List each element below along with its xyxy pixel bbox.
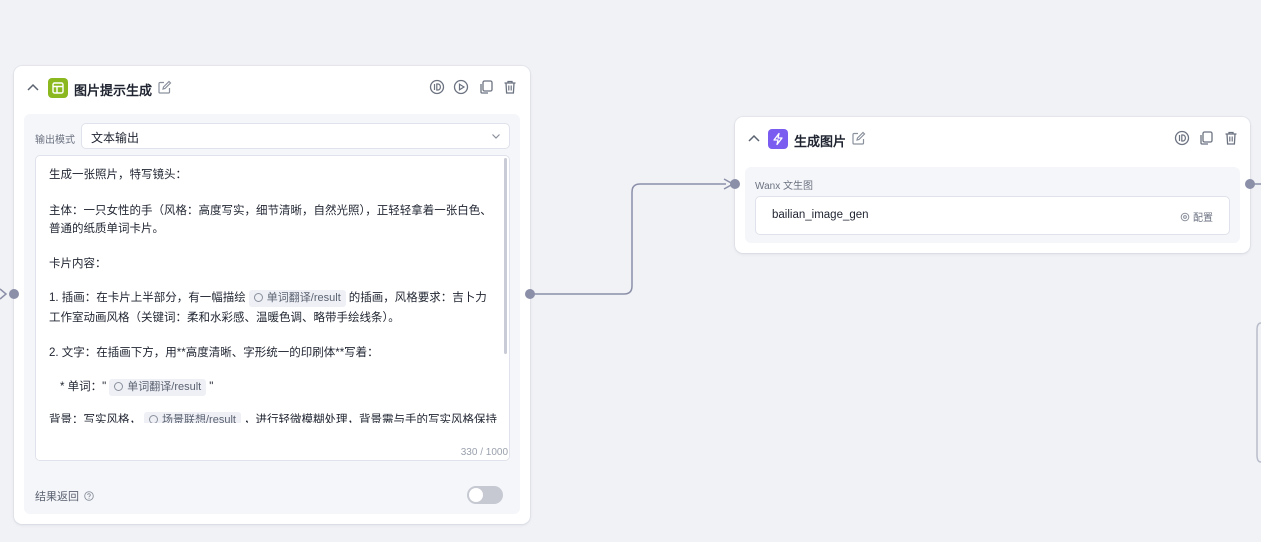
output-port-node2[interactable]: [1245, 179, 1255, 189]
variable-tag[interactable]: 单词翻译/result: [248, 290, 346, 307]
prompt-line: 普通的纸质单词卡片。: [49, 223, 164, 235]
variable-tag-label: 场景联想/result: [162, 414, 236, 423]
copy-icon[interactable]: [478, 79, 494, 95]
variable-tag-label: 单词翻译/result: [127, 381, 202, 393]
result-return-toggle[interactable]: [467, 486, 503, 504]
char-counter: 330 / 1000: [460, 447, 508, 458]
node-generate-image[interactable]: 生成图片 Wanx 文生图 bailian_image_gen 配置: [735, 117, 1250, 253]
model-field[interactable]: bailian_image_gen 配置: [755, 196, 1230, 235]
config-button[interactable]: 配置: [1180, 209, 1213, 224]
node-title: 图片提示生成: [74, 83, 153, 98]
model-label: Wanx 文生图: [755, 181, 813, 192]
prompt-line: 生成一张照片，特写镜头：: [49, 169, 187, 181]
left-incoming-arrow: [0, 288, 8, 300]
result-return-label: 结果返回: [35, 488, 94, 504]
variable-icon: [114, 382, 124, 391]
variable-tag[interactable]: 单词翻译/result: [109, 379, 207, 396]
gear-icon: [1180, 212, 1190, 222]
llm-node-icon: [48, 78, 68, 98]
connector-node1-to-node2: [531, 183, 726, 295]
textarea-scrollbar[interactable]: [504, 158, 507, 354]
offscreen-node-edge: [1256, 322, 1261, 463]
prompt-text: 的插画，风格要求：吉卜力: [348, 292, 487, 304]
prompt-line: 工作室动画风格（关键词：柔和水彩感、温暖色调、略带手绘线条）。: [49, 312, 400, 324]
variable-icon: [149, 415, 158, 423]
run-icon[interactable]: [453, 79, 469, 95]
config-panel: 输出模式 文本输出 生成一张照片，特写镜头： 主体：一只女性的手（风格：高度写实…: [24, 114, 520, 514]
node-title: 生成图片: [794, 134, 847, 149]
chevron-up-icon[interactable]: [747, 132, 761, 146]
node-header: 生成图片: [735, 117, 1250, 161]
chevron-up-icon[interactable]: [26, 81, 40, 95]
input-port-node2[interactable]: [730, 179, 740, 189]
prompt-line: 卡片内容：: [49, 258, 107, 270]
plugin-panel: Wanx 文生图 bailian_image_gen 配置: [745, 167, 1240, 243]
output-mode-select[interactable]: 文本输出: [81, 123, 510, 149]
chevron-down-icon: [492, 134, 500, 139]
textarea-footer: [36, 424, 509, 460]
node-image-prompt-generation[interactable]: 图片提示生成 输出模式 文本输出 生成一张照片，特写镜头： 主体：一只女性的手（…: [14, 66, 530, 524]
toggle-knob: [469, 488, 483, 502]
variable-tag-label: 单词翻译/result: [266, 292, 341, 304]
prompt-text: * 单词：": [60, 381, 107, 393]
prompt-line: 2. 文字：在插画下方，用**高度清晰、字形统一的印刷体**写着：: [49, 347, 379, 359]
help-icon[interactable]: [84, 491, 94, 501]
prompt-text: 背景：写实风格，: [49, 414, 141, 423]
output-port-node1[interactable]: [525, 289, 535, 299]
model-value: bailian_image_gen: [772, 209, 869, 221]
delete-icon[interactable]: [502, 79, 518, 95]
prompt-text: 1. 插画：在卡片上半部分，有一幅描绘: [49, 292, 246, 304]
prompt-line: 1. 插画：在卡片上半部分，有一幅描绘 单词翻译/result 的插画，风格要求：吉…: [49, 289, 487, 307]
prompt-textarea[interactable]: 生成一张照片，特写镜头： 主体：一只女性的手（风格：高度写实，细节清晰，自然光照…: [35, 155, 510, 461]
output-mode-value: 文本输出: [91, 131, 140, 145]
input-port-node1[interactable]: [9, 289, 19, 299]
id-icon[interactable]: [429, 79, 445, 95]
prompt-text: ，进行轻微模糊处理，背景需与手的写实风格保持: [243, 414, 497, 423]
variable-icon: [253, 293, 263, 302]
plugin-node-icon: [768, 129, 788, 149]
prompt-text: ": [209, 381, 214, 393]
variable-tag[interactable]: 场景联想/result: [144, 412, 241, 423]
prompt-line: 背景：写实风格， 场景联想/result ，进行轻微模糊处理，背景需与手的写实风格保…: [49, 411, 497, 423]
edit-icon[interactable]: [157, 80, 172, 95]
delete-icon[interactable]: [1223, 130, 1239, 146]
copy-icon[interactable]: [1198, 130, 1214, 146]
id-icon[interactable]: [1174, 130, 1190, 146]
output-mode-label: 输出模式: [35, 135, 75, 146]
prompt-line: * 单词：" 单词翻译/result ": [60, 378, 213, 396]
edit-icon[interactable]: [851, 131, 866, 146]
prompt-line: 主体：一只女性的手（风格：高度写实，细节清晰，自然光照），正轻轻拿着一张白色、: [49, 205, 492, 217]
node-header: 图片提示生成: [14, 66, 530, 110]
